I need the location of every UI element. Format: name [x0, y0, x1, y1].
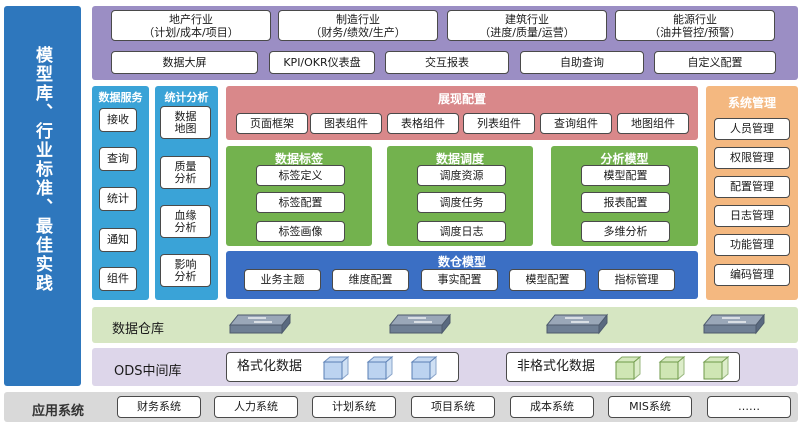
- app-box: 交互报表: [385, 51, 509, 74]
- app-system-item: 成本系统: [510, 396, 594, 418]
- app-system-item: ……: [707, 396, 791, 418]
- system-mgmt-title: 系统管理: [727, 96, 776, 110]
- data-tags-item: 标签配置: [256, 192, 345, 213]
- app-box: 自定义配置: [654, 51, 776, 74]
- app-box: 自助查询: [520, 51, 644, 74]
- display-config-title: 展现配置: [437, 92, 486, 106]
- app-system-item: 计划系统: [312, 396, 396, 418]
- unstructured-data-label: 非格式化数据: [517, 359, 596, 374]
- data-tags-item: 标签画像: [256, 221, 345, 242]
- warehouse-model-item: 业务主题: [244, 269, 321, 291]
- data-cube-icon: [702, 355, 730, 381]
- data-service-item: 接收: [99, 108, 137, 132]
- network-switch-icon: [702, 313, 766, 335]
- display-config-item: 列表组件: [463, 113, 535, 134]
- display-config-item: 表格组件: [387, 113, 459, 134]
- data-cube-icon: [322, 355, 350, 381]
- display-config-item: 图表组件: [310, 113, 382, 134]
- warehouse-model-item: 维度配置: [332, 269, 409, 291]
- data-dispatch-title: 数据调度: [435, 152, 484, 166]
- app-system-item: 项目系统: [411, 396, 495, 418]
- system-mgmt-item: 人员管理: [714, 118, 790, 140]
- system-mgmt-item: 日志管理: [714, 205, 790, 227]
- data-tags-title: 数据标签: [274, 152, 323, 166]
- analysis-model-item: 报表配置: [581, 192, 670, 213]
- analysis-model-item: 多维分析: [581, 221, 670, 242]
- network-switch-icon: [545, 313, 609, 335]
- data-cube-icon: [410, 355, 438, 381]
- app-systems-label: 应用系统: [32, 404, 85, 419]
- stat-analysis-item: 影响 分析: [160, 254, 211, 287]
- data-cube-icon: [614, 355, 642, 381]
- system-mgmt-item: 编码管理: [714, 264, 790, 286]
- data-service-item: 统计: [99, 187, 137, 211]
- data-service-item: 查询: [99, 147, 137, 171]
- app-system-item: 财务系统: [117, 396, 201, 418]
- ods-label: ODS中间库: [114, 364, 182, 379]
- stat-analysis-item: 血缘 分析: [160, 205, 211, 238]
- network-switch-icon: [228, 313, 292, 335]
- stat-analysis-title: 统计分析: [164, 91, 209, 104]
- data-cube-icon: [658, 355, 686, 381]
- analysis-model-title: 分析模型: [600, 152, 649, 166]
- app-box: KPI/OKR仪表盘: [269, 51, 375, 74]
- data-tags-item: 标签定义: [256, 165, 345, 186]
- data-dispatch-item: 调度资源: [417, 165, 506, 186]
- data-dispatch-item: 调度任务: [417, 192, 506, 213]
- warehouse-model-item: 指标管理: [598, 269, 675, 291]
- data-service-title: 数据服务: [98, 91, 143, 104]
- network-switch-icon: [388, 313, 452, 335]
- warehouse-model-item: 事实配置: [421, 269, 498, 291]
- structured-data-label: 格式化数据: [237, 359, 303, 374]
- system-mgmt-item: 权限管理: [714, 147, 790, 169]
- display-config-item: 地图组件: [617, 113, 689, 134]
- data-service-item: 通知: [99, 228, 137, 252]
- system-mgmt-item: 配置管理: [714, 176, 790, 198]
- data-dispatch-item: 调度日志: [417, 221, 506, 242]
- industry-box: 制造行业 （财务/绩效/生产）: [278, 10, 438, 41]
- data-cube-icon: [366, 355, 394, 381]
- left-sidebar: 模型库、行业标准、最佳实践: [4, 6, 81, 386]
- app-system-item: MIS系统: [608, 396, 692, 418]
- industry-box: 建筑行业 （进度/质量/运营）: [447, 10, 607, 41]
- data-service-item: 组件: [99, 267, 137, 291]
- system-mgmt-item: 功能管理: [714, 234, 790, 256]
- stat-analysis-item: 数据 地图: [160, 106, 211, 139]
- analysis-model-item: 模型配置: [581, 165, 670, 186]
- industry-box: 地产行业 （计划/成本/项目）: [111, 10, 271, 41]
- display-config-item: 查询组件: [540, 113, 612, 134]
- warehouse-model-title: 数仓模型: [437, 255, 486, 269]
- warehouse-model-item: 模型配置: [509, 269, 586, 291]
- display-config-item: 页面框架: [236, 113, 308, 134]
- app-system-item: 人力系统: [214, 396, 298, 418]
- app-box: 数据大屏: [111, 51, 258, 74]
- sidebar-label: 模型库、行业标准、最佳实践: [32, 46, 52, 293]
- industry-box: 能源行业 （油井管控/预警）: [615, 10, 775, 41]
- data-warehouse-label: 数据仓库: [112, 322, 165, 337]
- stat-analysis-item: 质量 分析: [160, 156, 211, 189]
